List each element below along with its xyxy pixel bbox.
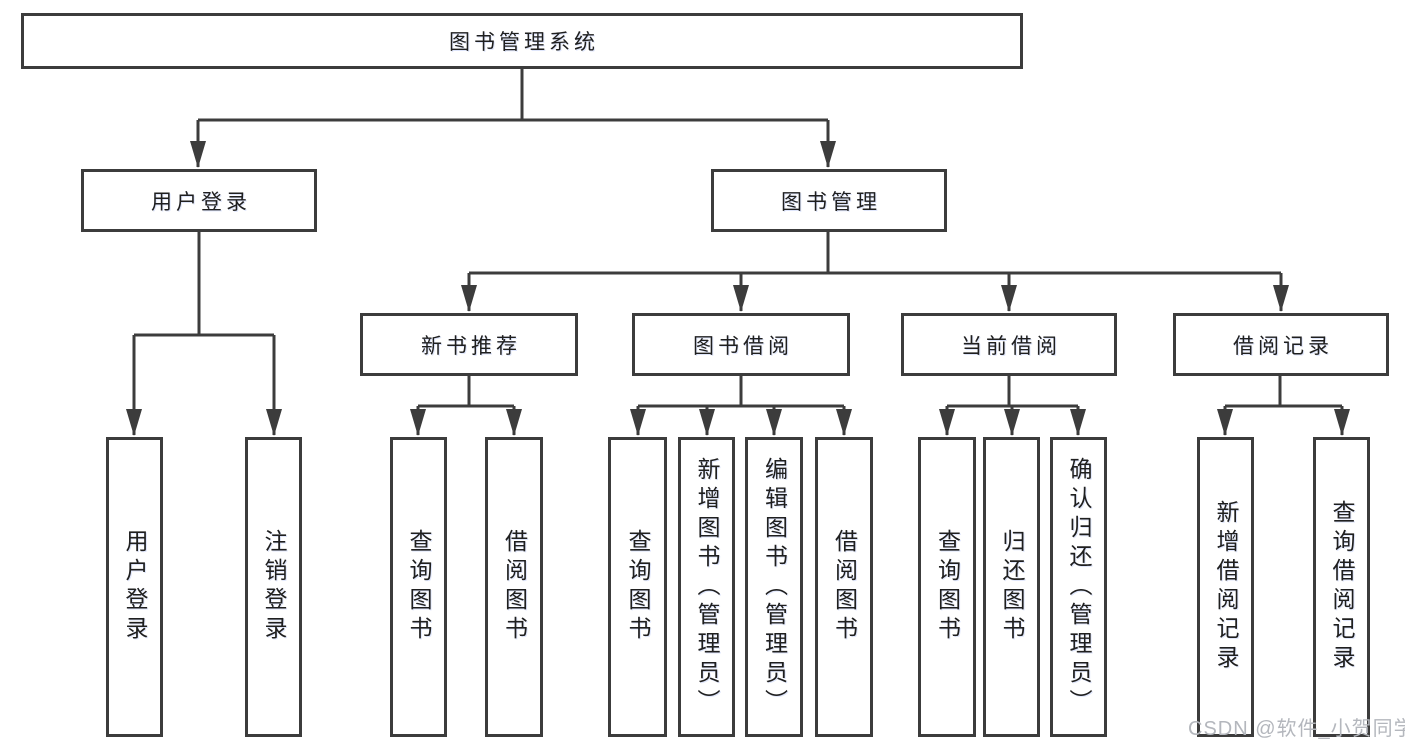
node-current-borrow: 当前借阅 [901,313,1117,376]
node-book-borrow: 图书借阅 [632,313,850,376]
leaf-add-book-admin: 新增图书（管理员） [678,437,735,737]
node-label: 图书管理系统 [449,31,599,54]
leaf-label: 新增图书（管理员） [694,456,720,718]
tree-wires [134,69,1342,408]
node-label: 借阅记录 [1233,334,1333,358]
leaf-label: 确认归还（管理员） [1066,456,1092,718]
leaf-query-book: 查询图书 [918,437,976,737]
leaf-label: 查询图书 [625,529,651,645]
leaf-label: 借阅图书 [501,529,528,645]
leaf-label: 查询图书 [406,529,432,645]
leaf-label: 新增借阅记录 [1213,500,1239,674]
leaf-label: 查询借阅记录 [1329,500,1355,674]
leaf-confirm-return-admin: 确认归还（管理员） [1050,437,1107,737]
node-label: 用户登录 [151,190,251,214]
node-label: 图书管理 [781,190,881,214]
node-book-management: 图书管理 [711,169,947,232]
leaf-label: 注销登录 [261,529,287,645]
leaf-user-login: 用户登录 [106,437,163,737]
node-library-system: 图书管理系统 [21,13,1023,69]
leaf-label: 编辑图书（管理员） [761,456,788,718]
node-borrow-records: 借阅记录 [1173,313,1389,376]
leaf-label: 用户登录 [122,529,148,645]
leaf-edit-book-admin: 编辑图书（管理员） [745,437,803,737]
node-label: 图书借阅 [693,334,793,358]
leaf-borrow-book: 借阅图书 [815,437,873,737]
leaf-label: 借阅图书 [831,529,858,645]
leaf-query-borrow-record: 查询借阅记录 [1313,437,1370,737]
node-label: 当前借阅 [961,334,1061,358]
node-label: 新书推荐 [421,334,521,358]
node-user-login: 用户登录 [81,169,317,232]
leaf-label: 查询图书 [934,529,961,645]
leaf-query-book: 查询图书 [608,437,667,737]
leaf-add-borrow-record: 新增借阅记录 [1197,437,1254,737]
node-new-book-recommend: 新书推荐 [360,313,578,376]
leaf-query-book: 查询图书 [390,437,447,737]
leaf-borrow-book: 借阅图书 [485,437,543,737]
leaf-label: 归还图书 [999,529,1025,645]
leaf-return-book: 归还图书 [983,437,1040,737]
leaf-logout: 注销登录 [245,437,302,737]
csdn-watermark: CSDN @软件_小贺同学 [1188,718,1405,740]
